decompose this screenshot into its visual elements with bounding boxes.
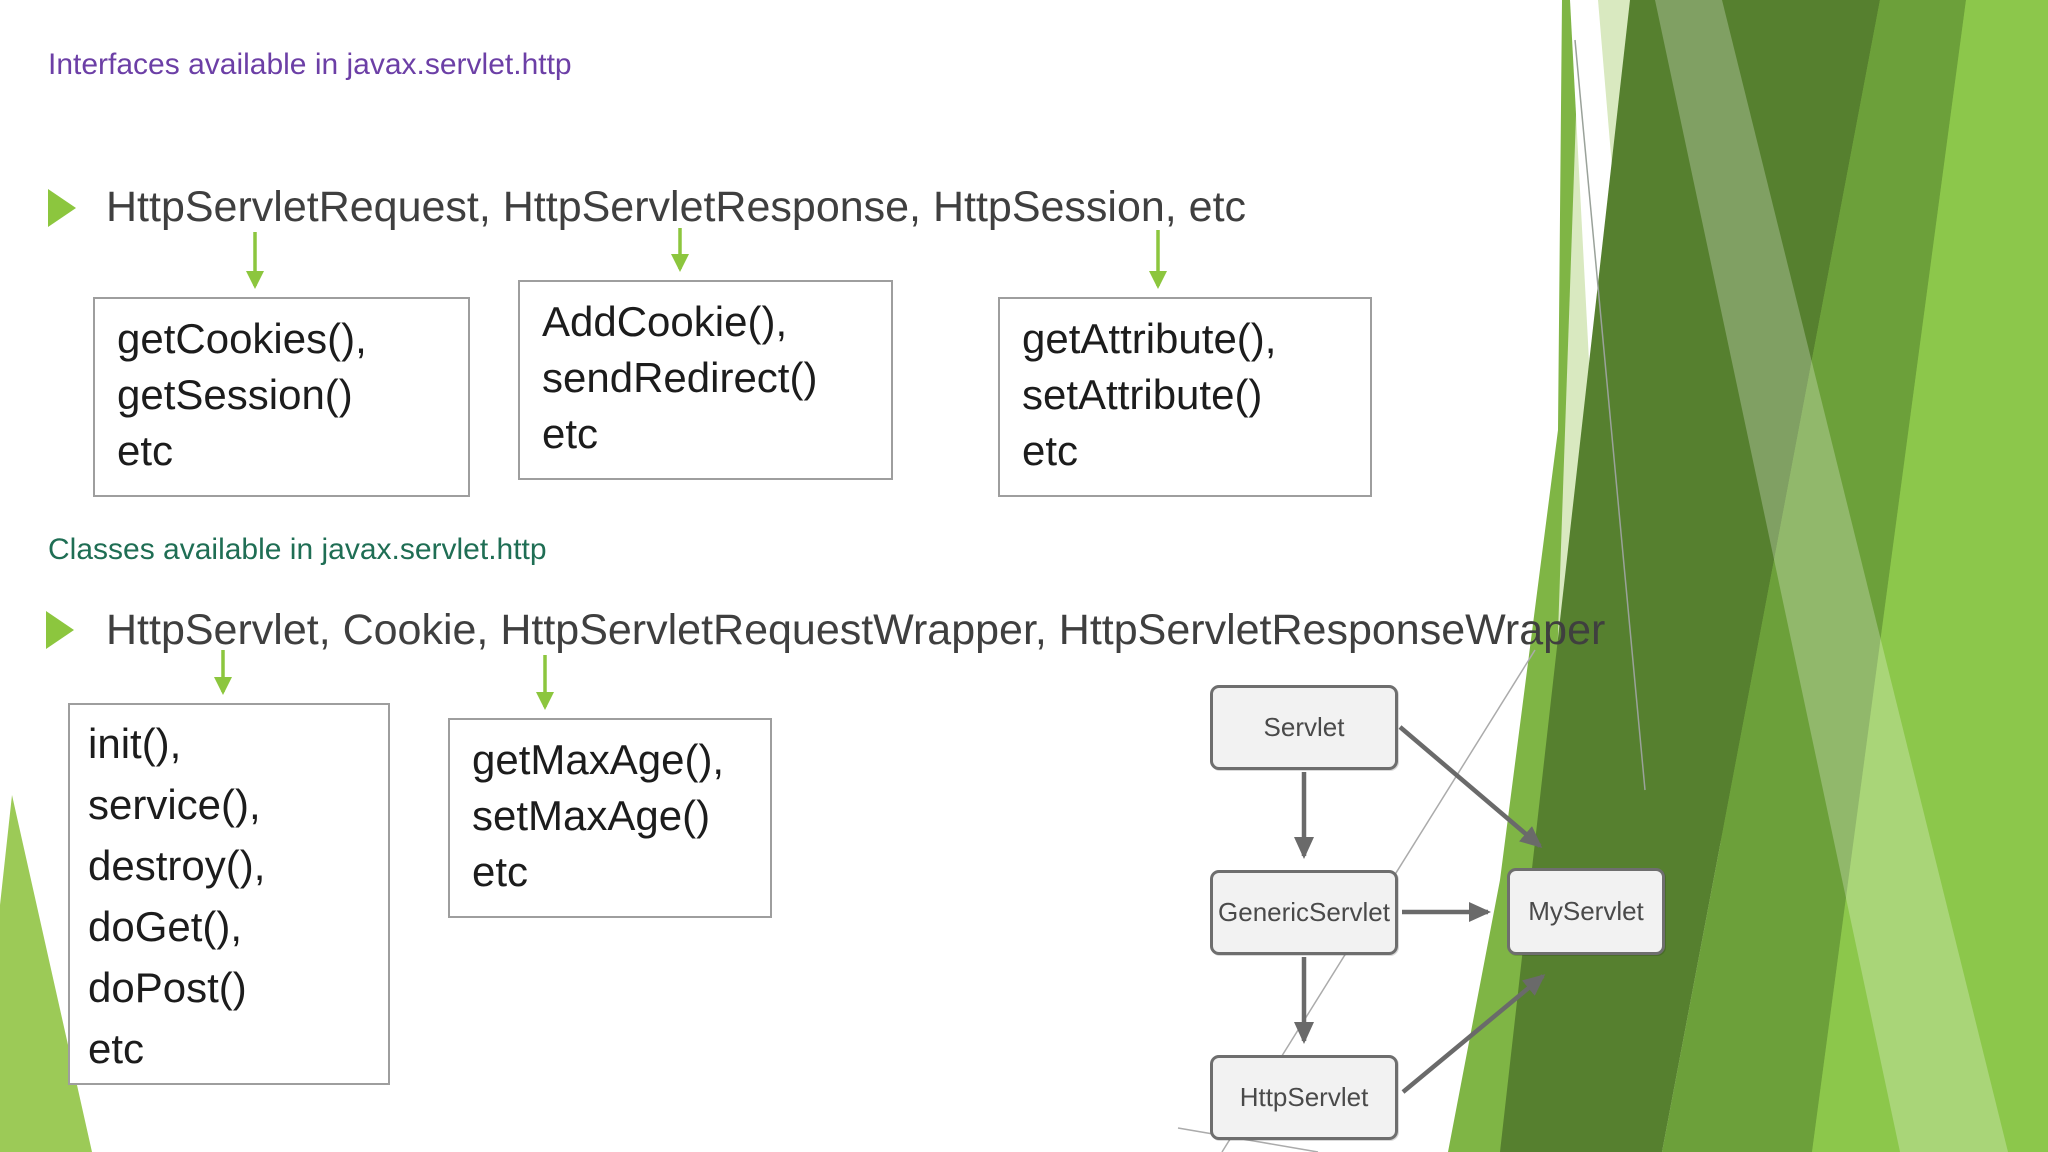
facet-thin-outline-3 [1177,1127,1319,1152]
interfaces-bullet-text: HttpServletRequest, HttpServletResponse,… [106,183,1247,231]
classes-heading: Classes available in javax.servlet.http [48,533,547,566]
httpsession-methods-box: getAttribute(), setAttribute() etc [998,297,1372,497]
diagram-node-httpservlet: HttpServlet [1210,1055,1398,1140]
cookie-methods-box: getMaxAge(), setMaxAge() etc [448,718,772,918]
facet-mid-wedge-shape [1662,0,1966,1152]
classes-bullet-text: HttpServlet, Cookie, HttpServletRequestW… [106,606,1606,654]
diagram-node-servlet: Servlet [1210,685,1398,770]
facet-bright-wedge-shape [1812,0,2048,1152]
interfaces-heading: Interfaces available in javax.servlet.ht… [48,48,572,81]
green-facet-decoration [1177,0,2048,1152]
httpservlet-methods-box: init(), service(), destroy(), doGet(), d… [68,703,390,1085]
httpservletresponse-methods-box: AddCookie(), sendRedirect() etc [518,280,893,480]
facet-translucent-streak-shape [1655,0,2008,1152]
httpservletrequest-methods-box: getCookies(), getSession() etc [93,297,470,497]
bullet-triangle-icon [46,611,74,649]
diagram-node-genericservlet: GenericServlet [1210,870,1398,955]
facet-dark-wedge-shape [1500,0,1880,1152]
diagram-node-myservlet: MyServlet [1507,868,1665,955]
facet-thin-outline-1 [1574,39,1646,791]
bullet-triangle-icon [48,189,76,227]
